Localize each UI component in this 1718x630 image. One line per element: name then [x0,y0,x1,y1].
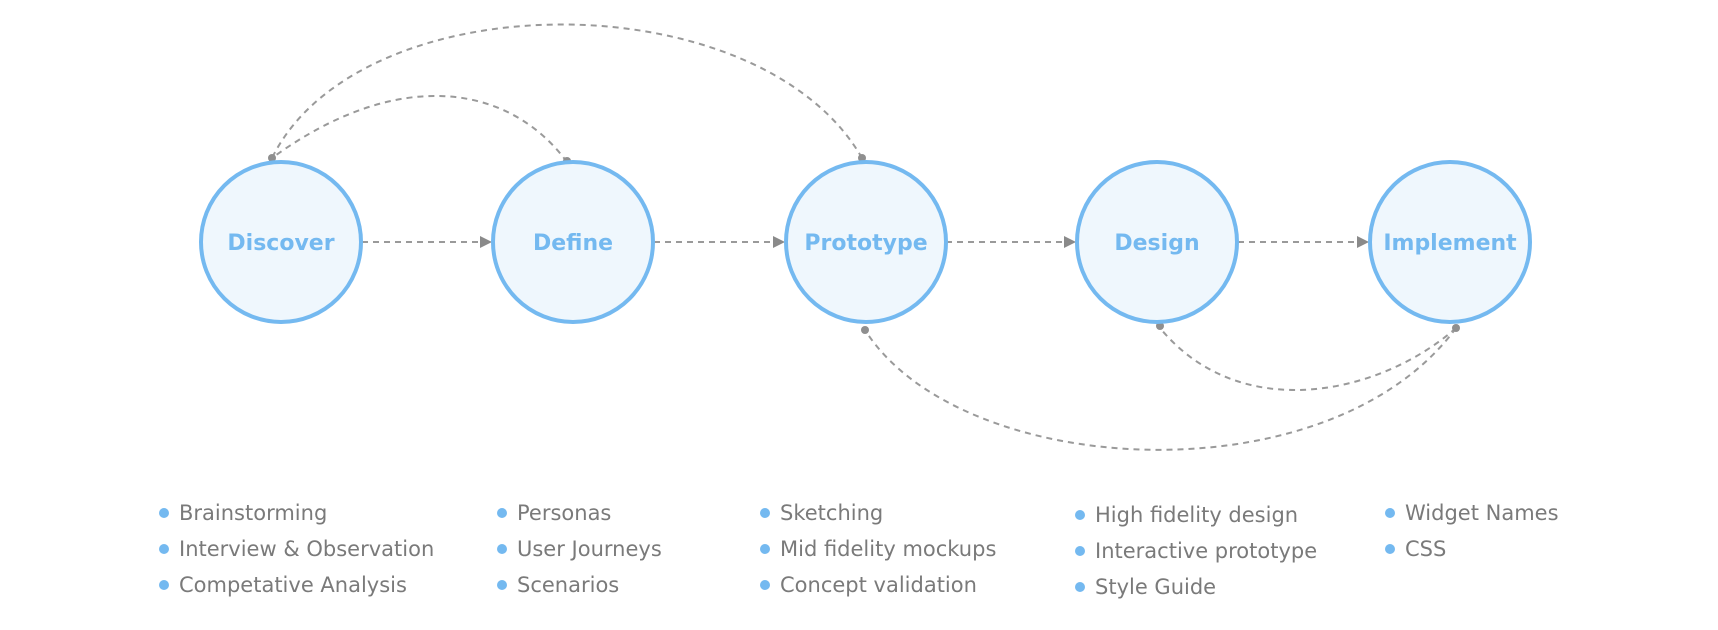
list-item-text: Interactive prototype [1095,539,1318,563]
list-item: Style Guide [1075,569,1317,605]
list-item: High fidelity design [1075,497,1317,533]
list-item-text: Sketching [780,501,884,525]
list-item-text: Competative Analysis [179,573,407,597]
list-item: Sketching [760,495,996,531]
node-prototype: Prototype [784,160,948,324]
list-item: User Journeys [497,531,662,567]
list-item-text: User Journeys [517,537,662,561]
node-design: Design [1075,160,1239,324]
loop-implement-to-prototype [864,327,1457,451]
bullet-icon [760,508,770,518]
bullet-icon [1385,508,1395,518]
loop-define-to-discover [271,94,568,163]
bullet-icon [159,580,169,590]
list-item: Interview & Observation [159,531,434,567]
list-item-text: Mid fidelity mockups [780,537,997,561]
node-define: Define [491,160,655,324]
implement-activities: Widget Names CSS [1385,495,1559,567]
loop-prototype-to-discover [271,23,863,159]
list-item-text: Brainstorming [179,501,328,525]
list-item: Interactive prototype [1075,533,1317,569]
bullet-icon [159,544,169,554]
list-item: Concept validation [760,567,996,603]
design-activities: High fidelity design Interactive prototy… [1075,497,1317,605]
bullet-icon [497,580,507,590]
define-activities: Personas User Journeys Scenarios [497,495,662,603]
list-item-text: Widget Names [1405,501,1559,525]
list-item: CSS [1385,531,1559,567]
node-label-design: Design [1114,231,1199,256]
prototype-activities: Sketching Mid fidelity mockups Concept v… [760,495,996,603]
list-item: Scenarios [497,567,662,603]
list-item-text: High fidelity design [1095,503,1299,527]
list-item-text: Concept validation [780,573,977,597]
discover-activities: Brainstorming Interview & Observation Co… [159,495,434,603]
list-item: Widget Names [1385,495,1559,531]
bullet-icon [1385,544,1395,554]
loop-implement-to-design [1159,327,1457,391]
list-item: Mid fidelity mockups [760,531,996,567]
list-item-text: CSS [1405,537,1447,561]
loop-dot-discover [268,154,276,162]
list-item-text: Scenarios [517,573,620,597]
bullet-icon [760,544,770,554]
node-discover: Discover [199,160,363,324]
bullet-icon [497,544,507,554]
list-item: Brainstorming [159,495,434,531]
loop-dot-implement [1452,324,1460,332]
bullet-icon [1075,510,1085,520]
bullet-icon [1075,546,1085,556]
bullet-icon [497,508,507,518]
node-label-define: Define [533,231,613,256]
loop-dot-design [1156,322,1164,330]
bullet-icon [760,580,770,590]
loop-dot-prototype-bottom [861,326,869,334]
node-label-prototype: Prototype [804,231,927,256]
node-label-implement: Implement [1383,231,1517,256]
list-item: Competative Analysis [159,567,434,603]
bullet-icon [1075,582,1085,592]
list-item: Personas [497,495,662,531]
node-label-discover: Discover [227,231,334,256]
list-item-text: Style Guide [1095,575,1217,599]
node-implement: Implement [1368,160,1532,324]
loop-dot-prototype-top [858,154,866,162]
list-item-text: Personas [517,501,612,525]
bullet-icon [159,508,169,518]
list-item-text: Interview & Observation [179,537,435,561]
